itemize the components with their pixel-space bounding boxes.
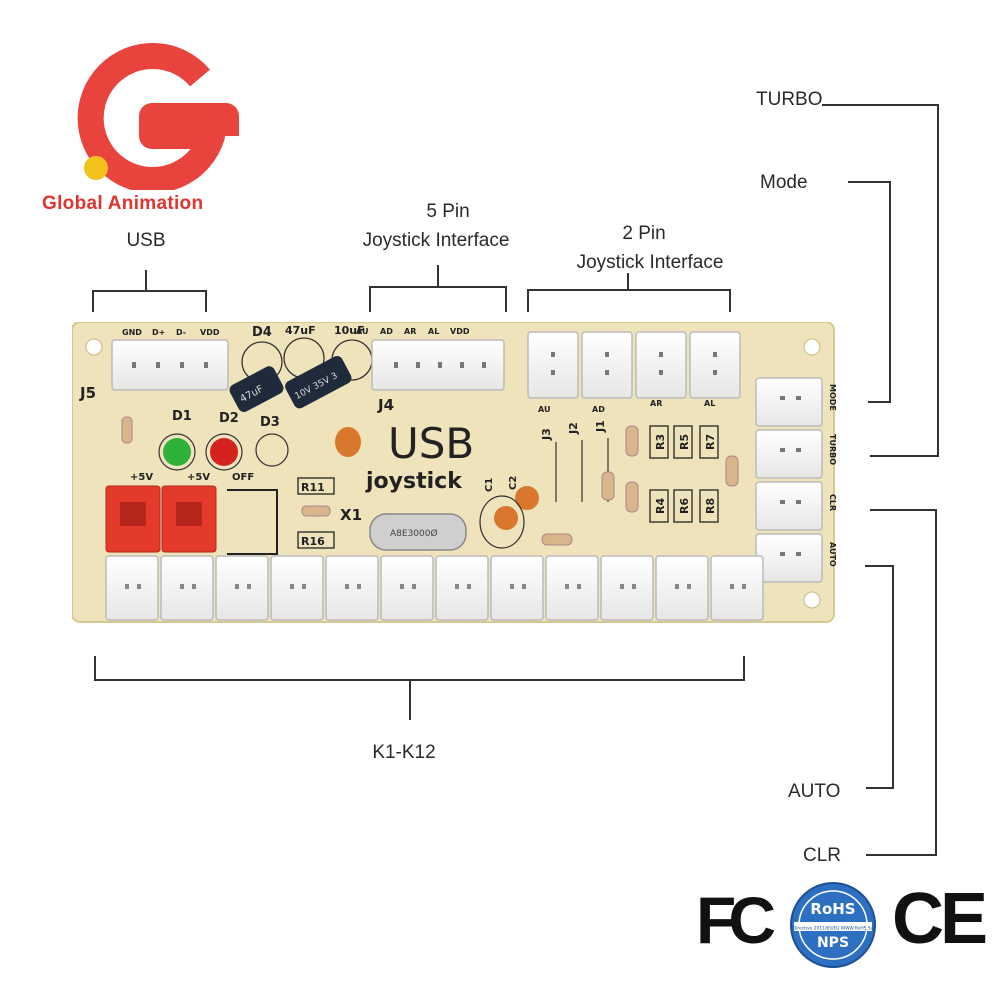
turbo-leader xyxy=(822,104,939,457)
label-k1-k12: K1-K12 xyxy=(372,742,436,763)
jumper-j2: J2 xyxy=(567,422,580,435)
svg-text:A8E3000Ø: A8E3000Ø xyxy=(390,528,438,539)
plus5v-label-1: +5V xyxy=(130,472,153,483)
res-r7: R7 xyxy=(704,434,717,450)
res-r5: R5 xyxy=(678,434,691,450)
x1-label: X1 xyxy=(340,506,362,524)
clr-leader xyxy=(866,509,937,856)
cap10-label: 10uF xyxy=(334,324,365,337)
side-turbo: TURBO xyxy=(828,434,837,465)
resistors xyxy=(121,416,739,546)
label-usb: USB xyxy=(126,230,166,251)
joy-pin-al: AL xyxy=(428,327,439,336)
capacitor-47uf: 47uF xyxy=(229,366,284,412)
usb-bracket xyxy=(92,270,207,312)
row2-ad: AD xyxy=(592,405,605,414)
usb-pin-dplus: D+ xyxy=(152,328,165,337)
cap47-label: 47uF xyxy=(285,324,316,337)
led-green xyxy=(163,438,191,466)
label-mode: Mode xyxy=(760,172,808,193)
usb-connector xyxy=(111,339,229,391)
j5-label: J5 xyxy=(79,384,96,402)
d4-label: D4 xyxy=(252,325,272,340)
brand-logo: Global Animation xyxy=(40,40,240,220)
fc-mark: FC xyxy=(696,883,776,957)
r16-label: R16 xyxy=(301,535,325,548)
led-red xyxy=(210,438,238,466)
label-turbo: TURBO xyxy=(756,89,823,110)
two-pin-bracket xyxy=(527,273,731,312)
jumper-j3: J3 xyxy=(540,428,553,441)
res-r8: R8 xyxy=(704,498,717,514)
certifications: FC RoHS Directive 2011/65/EU WWW.RoHS.Sa… xyxy=(692,876,992,976)
r11-label: R11 xyxy=(301,481,325,494)
svg-text:NPS: NPS xyxy=(817,935,849,951)
side-mode: MODE xyxy=(828,384,837,411)
brand-name: Global Animation xyxy=(42,193,204,214)
k-connectors xyxy=(105,555,764,621)
crystal-oscillator xyxy=(369,513,467,551)
label-clr: CLR xyxy=(803,845,842,866)
side-auto: AUTO xyxy=(828,542,837,567)
ceramic-cap xyxy=(335,427,361,457)
jumper-j1: J1 xyxy=(594,420,607,433)
board-title: USB xyxy=(388,419,474,468)
off-label: OFF xyxy=(232,472,254,483)
joy-pin-ad: AD xyxy=(380,327,393,336)
d1-label: D1 xyxy=(172,409,192,424)
board-subtitle: joystick xyxy=(365,469,463,494)
c2-label: C2 xyxy=(508,476,519,490)
j4-label: J4 xyxy=(377,396,394,414)
d2-label: D2 xyxy=(219,411,239,426)
usb-pin-gnd: GND xyxy=(122,328,142,337)
usb-pin-vdd: VDD xyxy=(200,328,220,337)
k1-k12-bracket xyxy=(94,656,745,720)
usb-pin-dminus: D- xyxy=(176,328,186,337)
res-r4: R4 xyxy=(654,498,667,514)
label-2pin-line2: Joystick Interface xyxy=(576,252,724,273)
d3-label: D3 xyxy=(260,415,280,430)
plus5v-label-2: +5V xyxy=(187,472,210,483)
svg-text:Directive 2011/65/EU WWW.RoHS.: Directive 2011/65/EU WWW.RoHS.Sa xyxy=(793,926,874,932)
joy-pin-ar: AR xyxy=(404,327,416,336)
joy-pin-au: AU xyxy=(356,327,368,336)
g-logo-icon xyxy=(77,43,239,194)
svg-text:RoHS: RoHS xyxy=(810,900,855,918)
five-pin-bracket xyxy=(369,265,507,312)
row2-au: AU xyxy=(538,405,550,414)
row2-ar: AR xyxy=(650,399,662,408)
res-r6: R6 xyxy=(678,498,691,514)
label-auto: AUTO xyxy=(788,781,841,802)
two-pin-connectors xyxy=(527,331,741,399)
joy-pin-vdd: VDD xyxy=(450,327,470,336)
ce-mark: CE xyxy=(892,879,988,959)
label-5pin-line1: 5 Pin xyxy=(426,201,470,222)
rohs-badge-icon: RoHS Directive 2011/65/EU WWW.RoHS.Sa NP… xyxy=(790,882,876,968)
res-r3: R3 xyxy=(654,434,667,450)
pcb-board: GND D+ D- VDD J5 D4 47uF 10uF 47uF 10V 3… xyxy=(72,322,837,623)
side-clr: CLR xyxy=(828,494,837,511)
label-2pin-line1: 2 Pin xyxy=(622,223,666,244)
row2-al: AL xyxy=(704,399,715,408)
mode-leader xyxy=(848,181,891,403)
c1-label: C1 xyxy=(484,478,495,492)
label-5pin-line2: Joystick Interface xyxy=(362,230,510,251)
auto-leader xyxy=(865,565,894,789)
